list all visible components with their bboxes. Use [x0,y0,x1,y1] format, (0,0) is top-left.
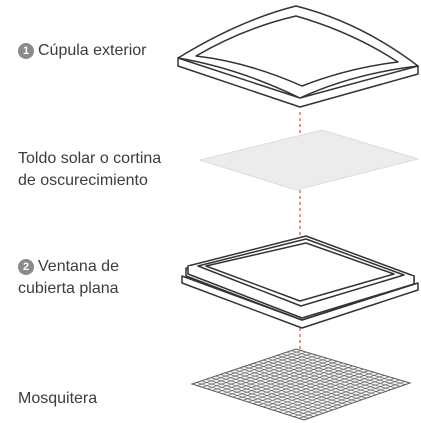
flat-roof-window-illustration [181,235,419,329]
solar-shade-illustration [198,129,420,191]
number-badge-1: 1 [18,43,34,59]
label-mosquito-net: Mosquitera [18,390,98,407]
number-badge-2: 2 [18,259,34,275]
mosquito-net-illustration [190,348,412,421]
label-solar-shade: Toldo solar o cortina de oscurecimiento [18,150,162,189]
outer-dome-illustration [177,5,419,108]
